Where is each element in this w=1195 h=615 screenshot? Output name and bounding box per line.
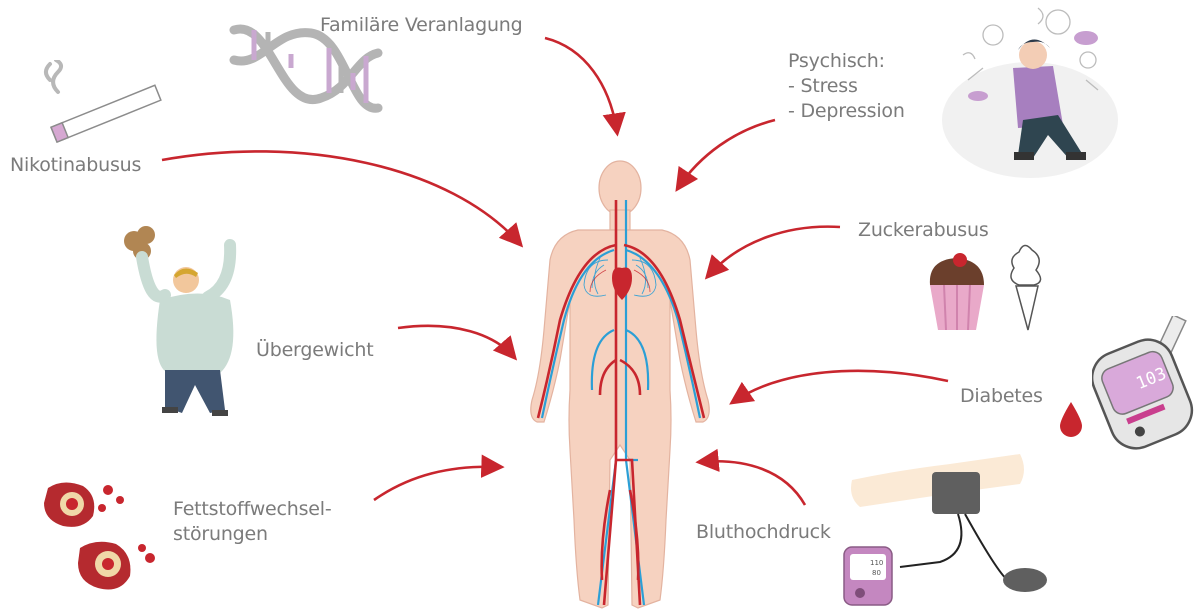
arrow-zucker	[708, 227, 840, 276]
label-uebergewicht: Übergewicht	[256, 338, 373, 363]
arrow-fett	[374, 467, 500, 500]
blood-drop-icon	[1058, 400, 1084, 438]
label-familiar: Familäre Veranlagung	[320, 13, 523, 38]
label-fett: Fettstoffwechsel- störungen	[173, 497, 332, 547]
label-blut: Bluthochdruck	[696, 520, 831, 545]
label-psychisch: Psychisch: - Stress - Depression	[788, 49, 905, 124]
stressed-person-illustration	[938, 0, 1123, 182]
arrow-familiar	[545, 38, 617, 132]
label-nikotin: Nikotinabusus	[10, 153, 141, 178]
cigarette-icon	[30, 60, 165, 145]
label-zucker: Zuckerabusus	[858, 218, 989, 243]
bp-diastolic: 80	[872, 569, 881, 577]
sweets-illustration	[924, 230, 1064, 340]
label-diabetes: Diabetes	[960, 384, 1043, 409]
bp-systolic: 110	[870, 559, 883, 567]
arrow-diabetes	[733, 371, 948, 402]
clogged-artery-illustration	[38, 478, 158, 608]
human-body-circulation	[520, 160, 720, 615]
blood-pressure-monitor-illustration: 110 80	[840, 452, 1060, 612]
overweight-person-illustration	[120, 225, 250, 420]
glucometer-illustration: 103	[1092, 316, 1195, 451]
arrow-uebergewicht	[398, 326, 514, 357]
